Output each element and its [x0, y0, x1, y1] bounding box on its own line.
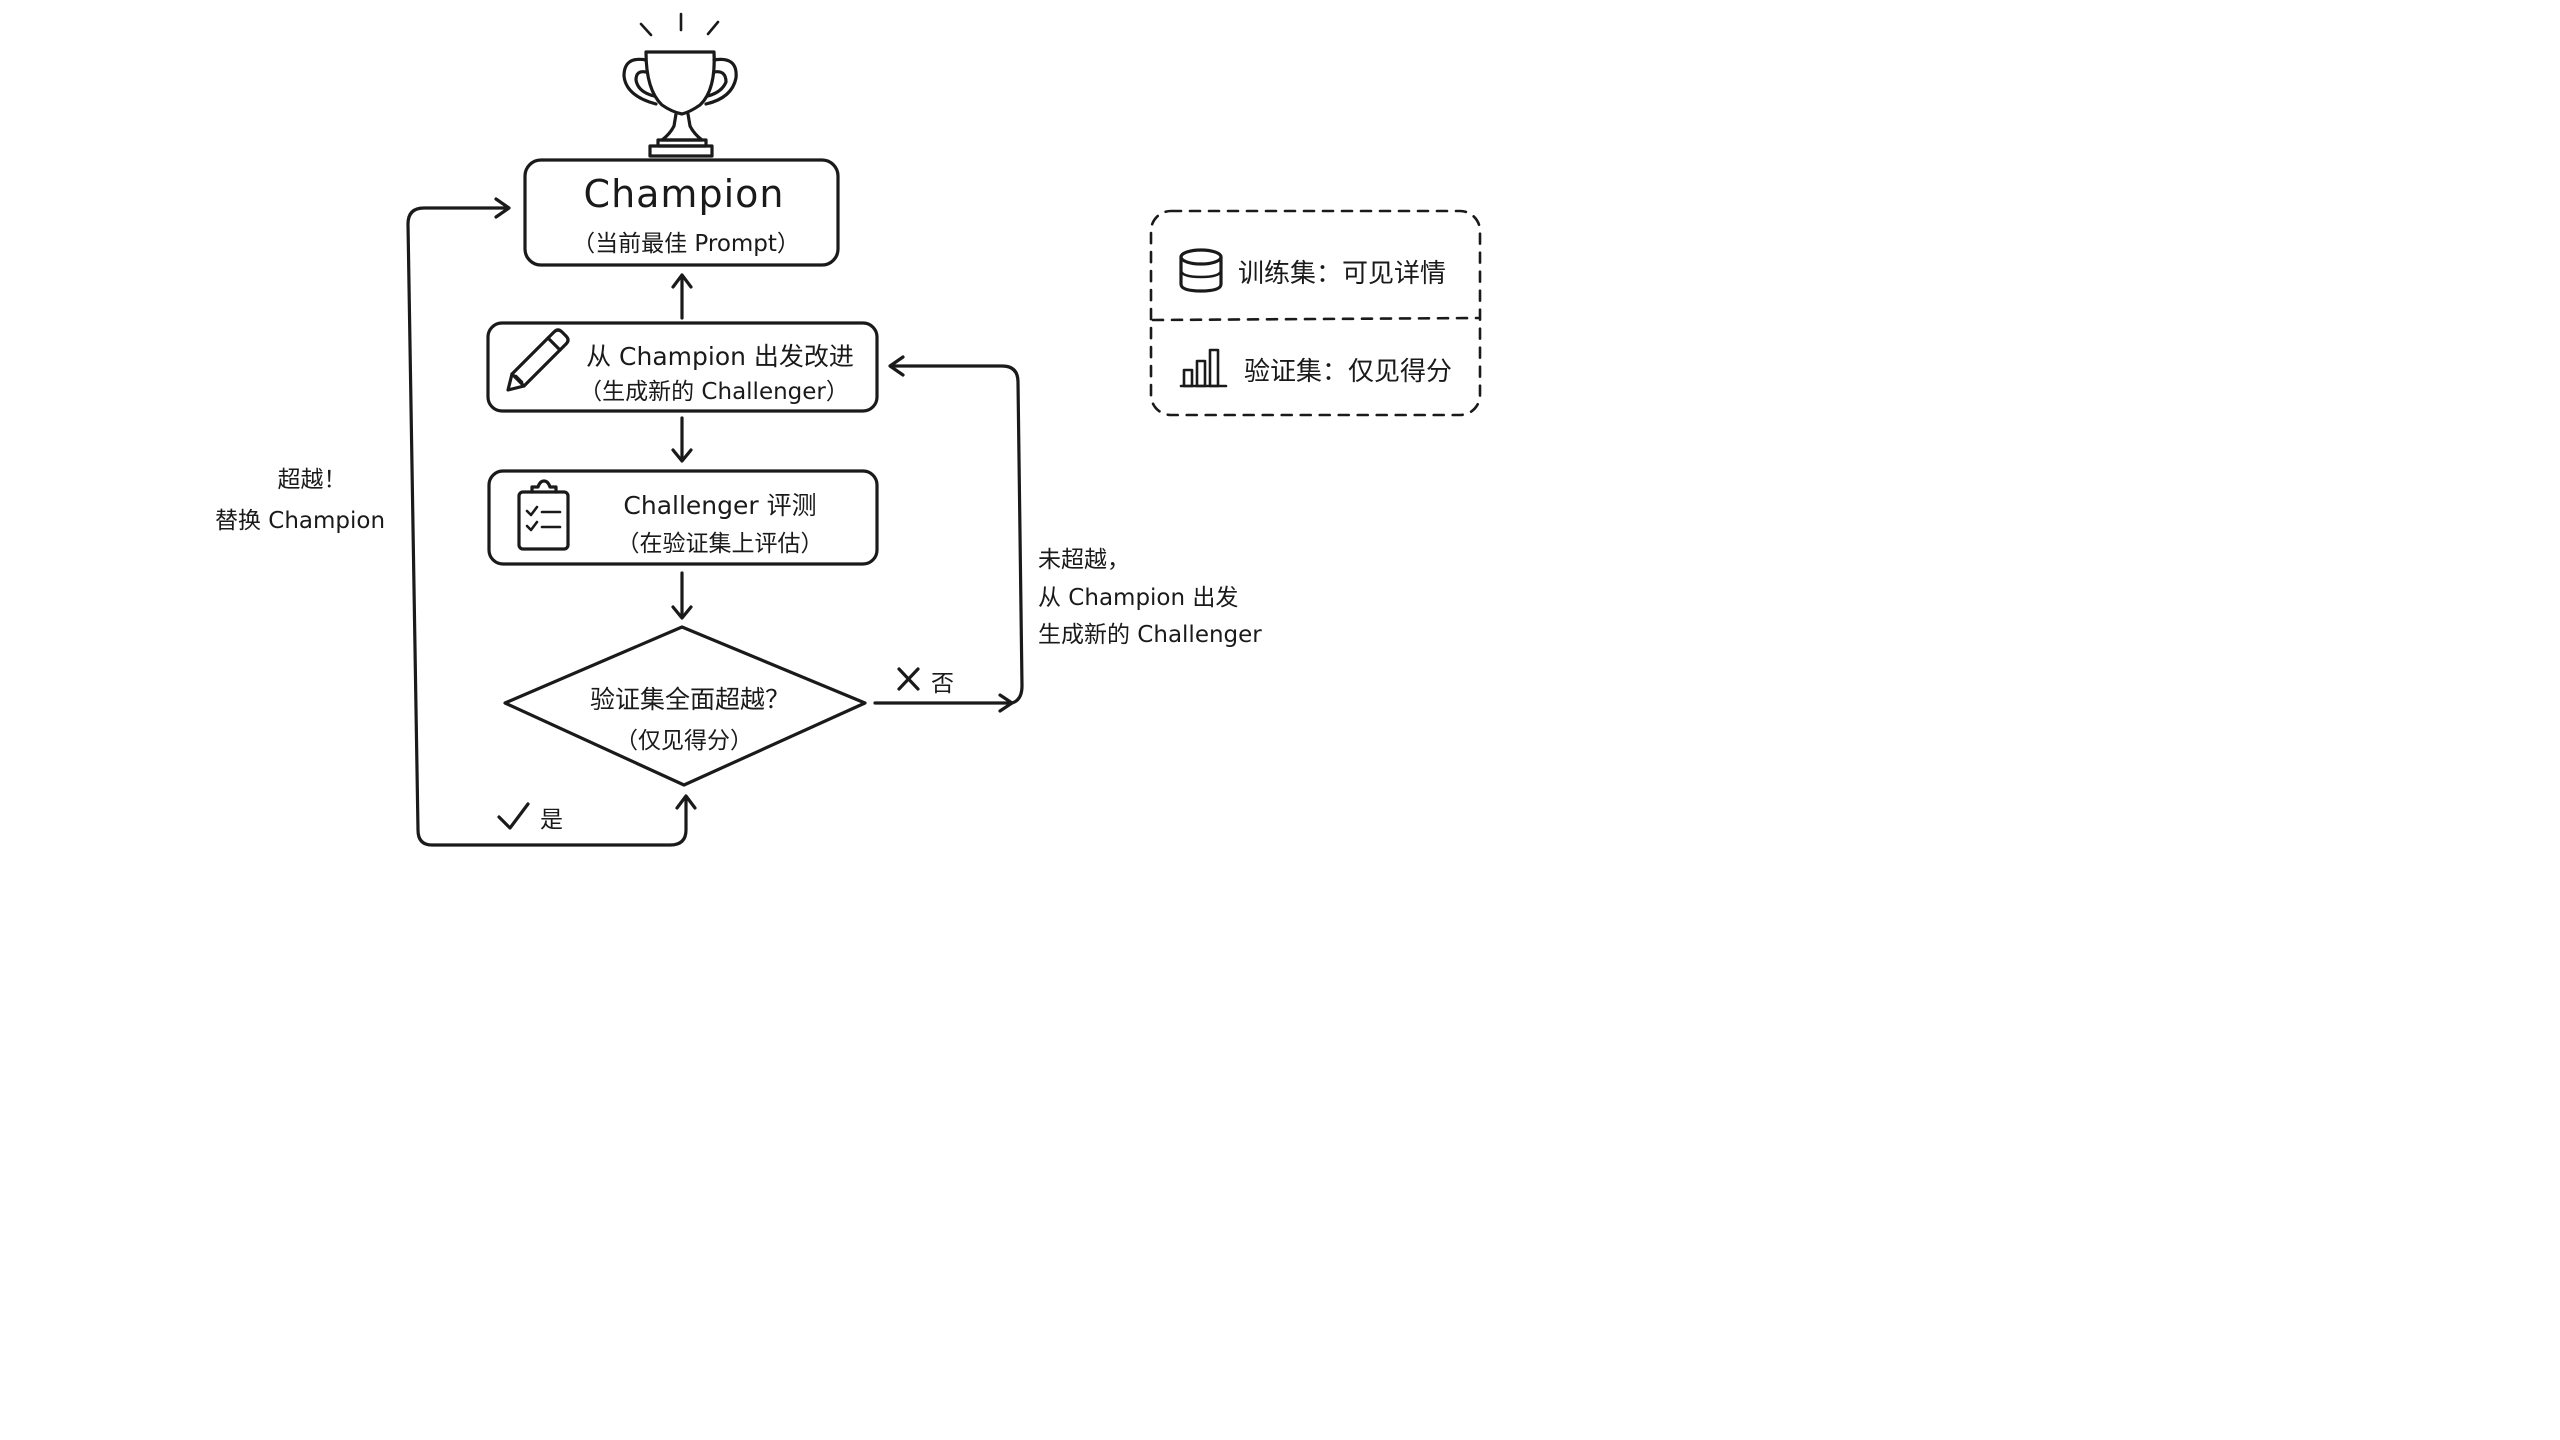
trophy-icon — [622, 12, 738, 158]
legend-train-label: 训练集：可见详情 — [1238, 259, 1447, 289]
champion-title: Champion — [583, 172, 785, 216]
arrow-evaluate-to-decision — [671, 571, 693, 620]
flowchart-drawing — [406, 12, 1482, 847]
no-note-line1: 未超越， — [1038, 547, 1130, 573]
champion-box — [523, 158, 840, 267]
yes-label: 是 — [540, 807, 563, 833]
legend-divider — [1151, 316, 1480, 322]
arrow-no-loop — [873, 355, 1024, 713]
evaluate-step-box — [487, 469, 879, 566]
evaluate-step-title: Challenger 评测 — [623, 491, 817, 520]
clipboard-checklist-icon — [517, 479, 570, 551]
improve-step-box — [486, 321, 879, 413]
pencil-icon — [506, 328, 570, 392]
arrow-improve-to-evaluate — [671, 416, 693, 463]
champion-subtitle: （当前最佳 Prompt） — [572, 231, 800, 257]
yes-note-line2: 替换 Champion — [214, 508, 386, 534]
cross-icon — [897, 667, 920, 691]
no-label: 否 — [931, 671, 954, 697]
database-icon — [1179, 248, 1223, 293]
decision-diamond — [503, 625, 867, 787]
decision-question: 验证集全面超越？ — [589, 685, 791, 714]
arrow-yes-loop — [406, 197, 697, 847]
arrow-improve-to-champion — [671, 273, 693, 320]
no-note-line2: 从 Champion 出发 — [1038, 585, 1239, 611]
decision-note: （仅见得分） — [615, 728, 753, 754]
bar-chart-icon — [1179, 348, 1228, 388]
flowchart-canvas: Champion （当前最佳 Prompt） 从 Champion 出发改进 （… — [0, 0, 1568, 882]
legend-box — [1149, 209, 1482, 417]
evaluate-step-subtitle: （在验证集上评估） — [616, 531, 824, 557]
no-note-line3: 生成新的 Challenger — [1038, 622, 1262, 648]
check-icon — [497, 802, 530, 830]
improve-step-subtitle: （生成新的 Challenger） — [579, 379, 849, 405]
yes-note-line1: 超越！ — [277, 467, 347, 493]
improve-step-title: 从 Champion 出发改进 — [586, 342, 854, 371]
legend-validation-label: 验证集：仅见得分 — [1244, 357, 1453, 387]
